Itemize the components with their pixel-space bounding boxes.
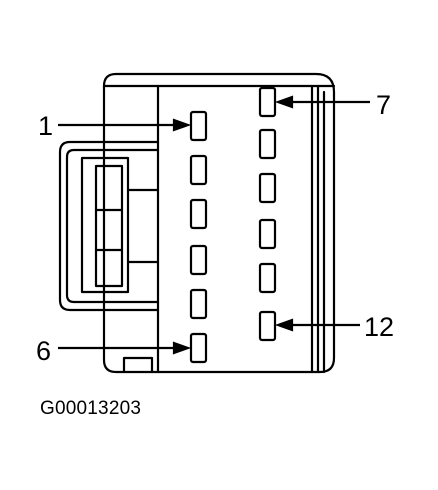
- pin-cavity-10: [258, 218, 277, 250]
- pin-cavity-2: [189, 154, 208, 186]
- callout-label-12: 12: [364, 312, 394, 342]
- pin-cavity-1: [189, 110, 208, 142]
- connector-body: [102, 72, 336, 374]
- pin-cavity-9: [258, 172, 277, 204]
- latch-housing-outer: [58, 140, 160, 312]
- pin-cavity-7: [258, 86, 277, 118]
- callout-arrow-7: [274, 95, 370, 109]
- callout-arrow-12: [274, 318, 360, 332]
- pin-cavity-11: [258, 262, 277, 294]
- callout-label-1: 1: [38, 111, 53, 141]
- callout-arrow-6: [58, 341, 192, 355]
- callout-arrow-1: [58, 118, 192, 132]
- pin-cavity-3: [189, 198, 208, 230]
- pin-cavity-4: [189, 244, 208, 276]
- pin-cavity-8: [258, 128, 277, 160]
- latch-frame: [80, 156, 130, 294]
- latch-housing-inner: [65, 148, 160, 304]
- callout-label-6: 6: [36, 336, 51, 366]
- callout-label-7: 7: [376, 90, 391, 120]
- bottom-notch: [122, 356, 154, 374]
- reference-code: G00013203: [40, 398, 142, 419]
- latch-insert: [94, 164, 124, 288]
- pin-cavity-5: [189, 288, 208, 320]
- pin-cavity-12: [258, 310, 277, 342]
- pin-cavity-6: [189, 332, 208, 364]
